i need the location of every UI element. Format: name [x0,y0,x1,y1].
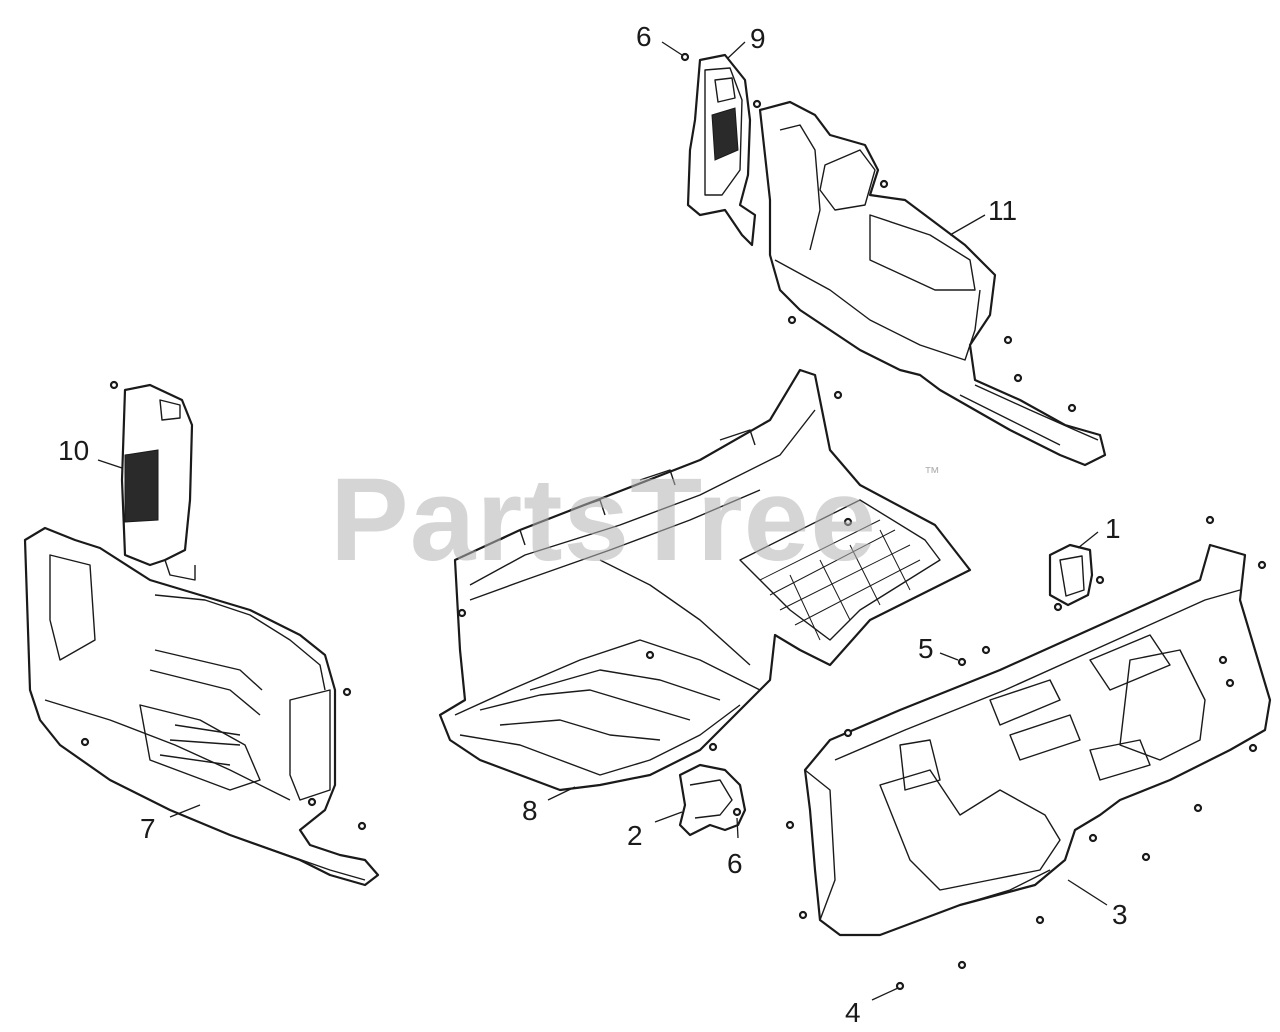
callout-6-bottom[interactable]: 6 [727,848,743,879]
screw-icon [645,650,655,660]
part-8-center-floor-pan[interactable] [438,368,972,792]
screw-icon [1035,915,1045,925]
part-10-left-upper-panel[interactable] [120,383,196,581]
screw-icon [879,179,889,189]
part-1-block[interactable] [1048,543,1094,607]
callout-11[interactable]: 11 [988,195,1017,226]
screw-icon [1003,335,1013,345]
screw-icon [895,981,905,991]
screw-icon [1257,560,1267,570]
screw-icon [1013,373,1023,383]
screw-icon [342,687,352,697]
callouts: 6 9 11 10 1 5 7 8 2 6 3 4 [58,21,1128,1028]
part-2-bracket[interactable] [678,763,747,837]
screw-icon [680,52,690,62]
part-3-rear-panel[interactable] [803,543,1272,937]
callout-2[interactable]: 2 [627,820,643,851]
screw-icon [833,390,843,400]
watermark: PartsTree ™ [330,454,940,586]
screw-icon [1193,803,1203,813]
screw-icon [798,910,808,920]
callout-6-top[interactable]: 6 [636,21,652,52]
screw-icon [109,380,119,390]
callout-8[interactable]: 8 [522,795,538,826]
screw-icon [732,807,742,817]
screw-icon [1248,743,1258,753]
screw-icon [1053,602,1063,612]
screw-icon [981,645,991,655]
watermark-trademark: ™ [924,465,940,482]
leader-lines [97,41,1108,1001]
screw-icon [785,820,795,830]
vent-grille-left [124,449,159,523]
vent-grille [711,107,739,161]
screw-icon [843,517,853,527]
callout-5[interactable]: 5 [918,633,934,664]
screw-icon [708,742,718,752]
part-9-upper-side-panel[interactable] [686,53,757,247]
watermark-text: PartsTree [330,454,877,586]
screw-icon [357,821,367,831]
screw-icon [1095,575,1105,585]
callout-9[interactable]: 9 [750,23,766,54]
fasteners [80,52,1267,991]
part-11-right-side-panel[interactable] [758,100,1107,467]
screw-icon [1141,852,1151,862]
callout-3[interactable]: 3 [1112,899,1128,930]
screw-icon [307,797,317,807]
screw-icon [1225,678,1235,688]
screw-icon [80,737,90,747]
screw-icon [957,657,967,667]
screw-icon [843,728,853,738]
callout-7[interactable]: 7 [140,813,156,844]
screw-icon [957,960,967,970]
screw-icon [1067,403,1077,413]
screw-icon [1088,833,1098,843]
screw-icon [787,315,797,325]
callout-4[interactable]: 4 [845,997,861,1028]
callout-10[interactable]: 10 [58,435,89,466]
screw-icon [1205,515,1215,525]
screw-icon [752,99,762,109]
part-7-left-side-panel[interactable] [23,526,380,887]
screw-icon [1218,655,1228,665]
screw-icon [457,608,467,618]
callout-1[interactable]: 1 [1105,513,1121,544]
